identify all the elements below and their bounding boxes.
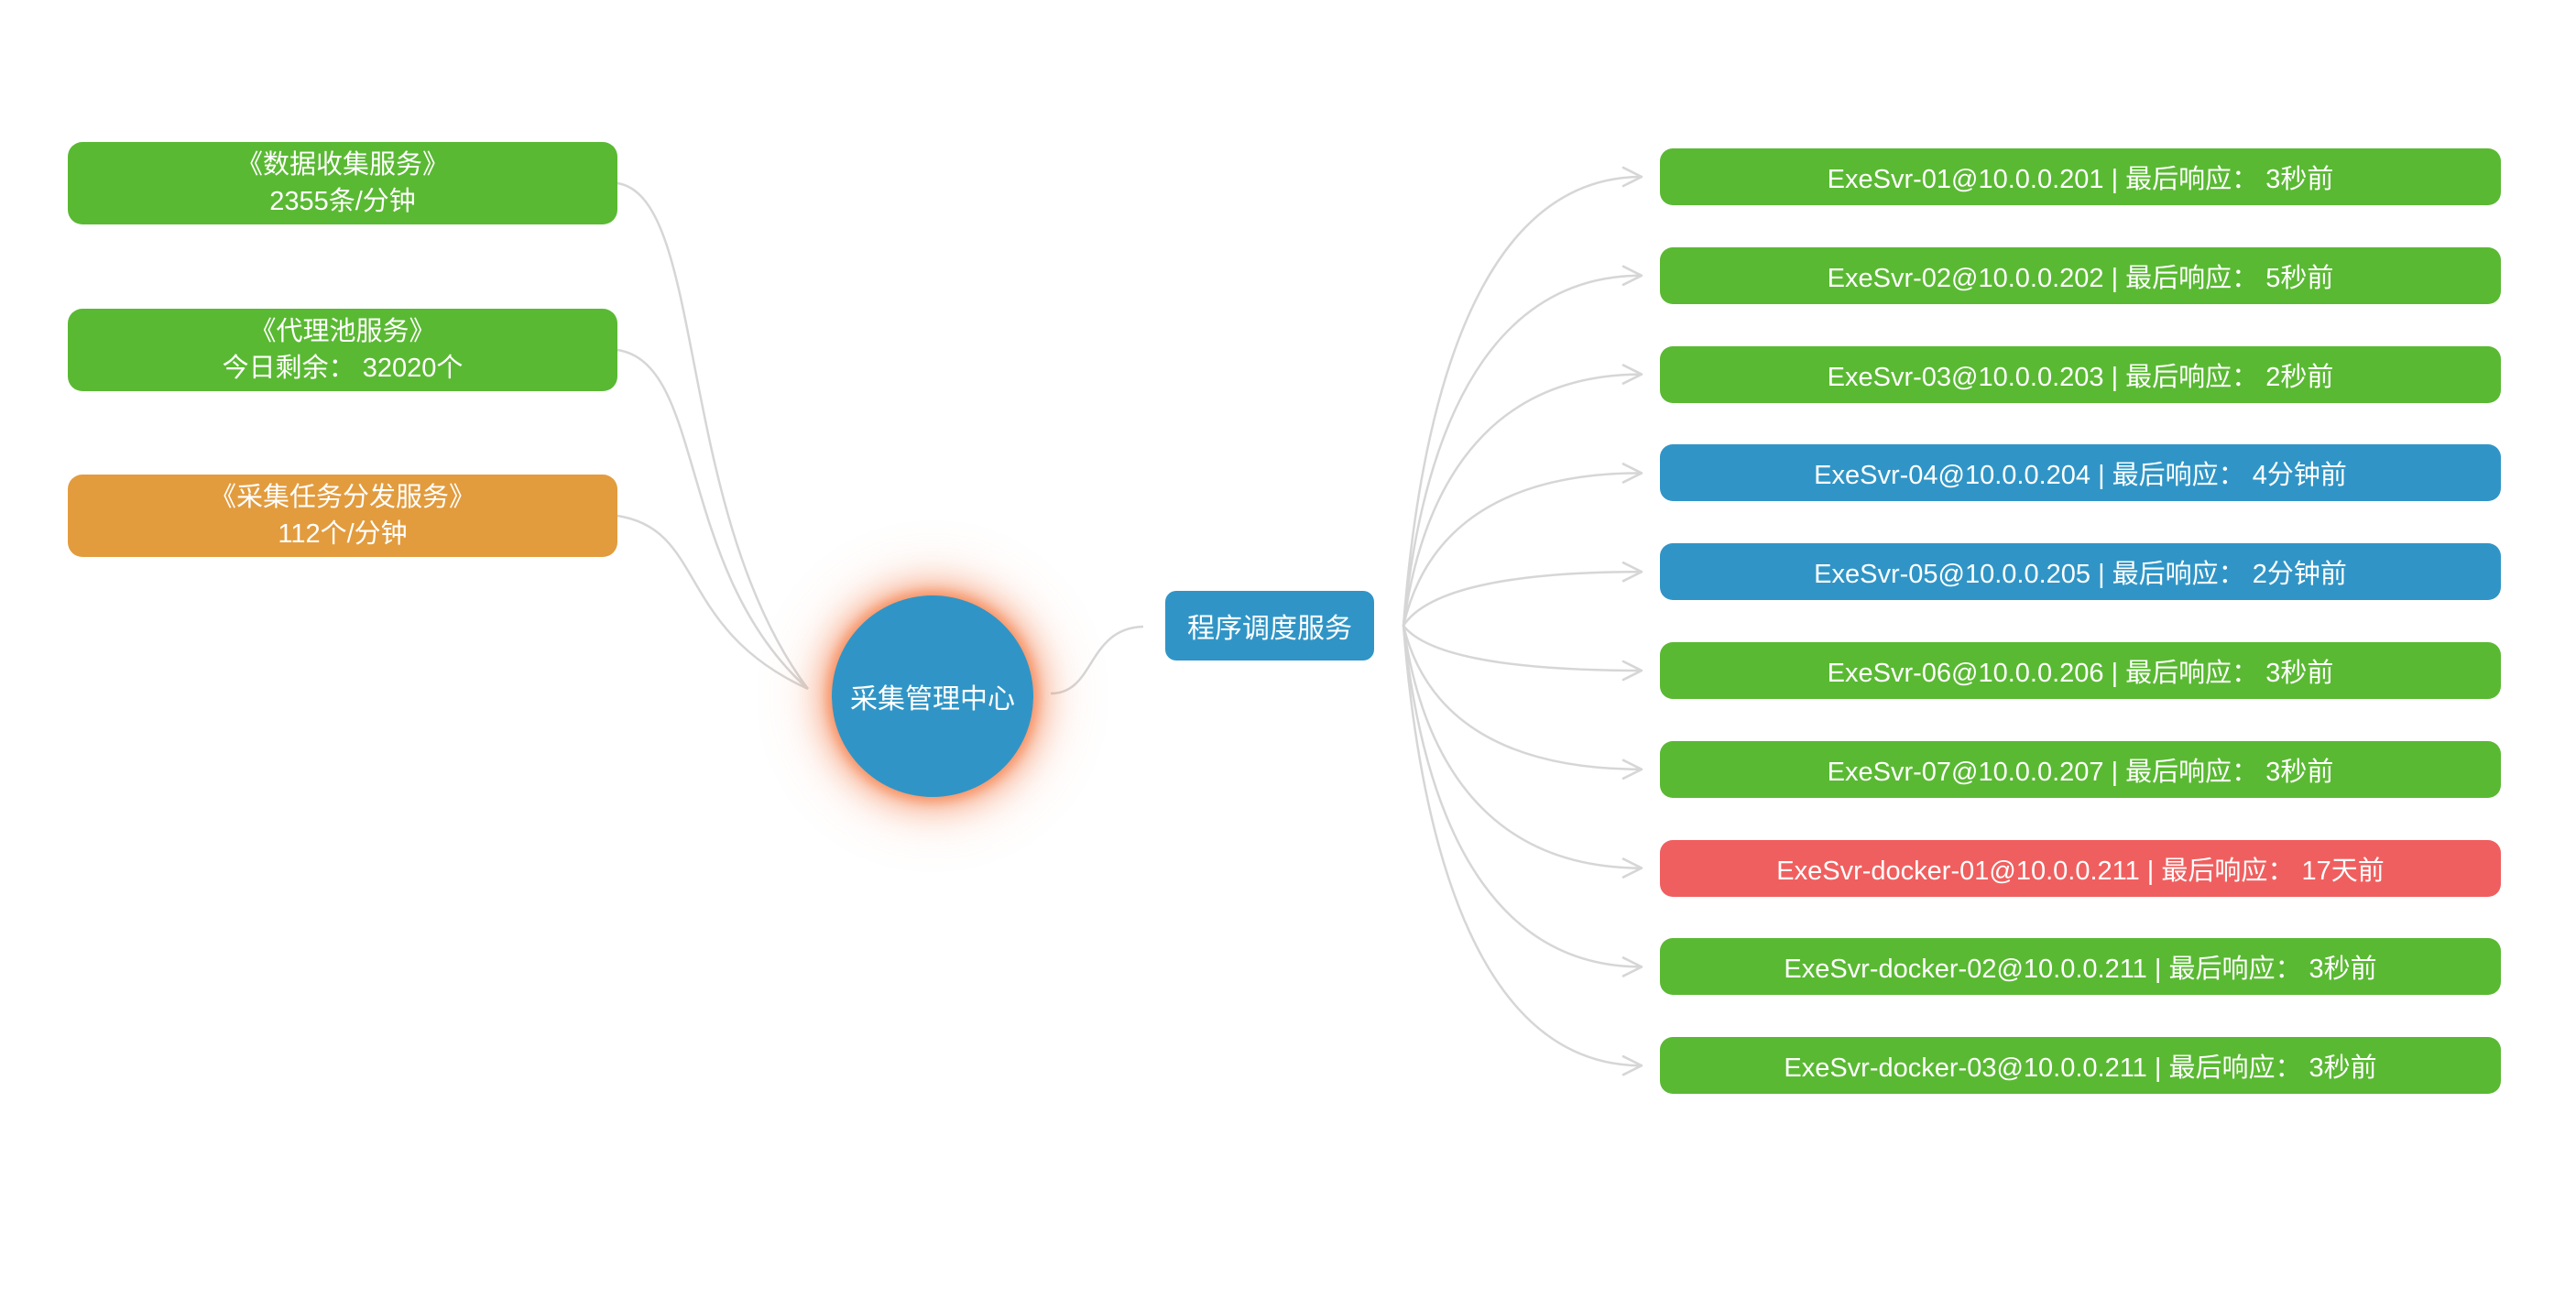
executor-node[interactable]: ExeSvr-04@10.0.0.204 | 最后响应： 4分钟前 (1660, 444, 2501, 502)
executor-node-label: ExeSvr-01@10.0.0.201 | 最后响应： 3秒前 (1827, 165, 2334, 194)
source-node-metric: 112个/分钟 (278, 519, 408, 549)
executor-node[interactable]: ExeSvr-docker-01@10.0.0.211 | 最后响应： 17天前 (1660, 839, 2501, 897)
connector-edge (617, 181, 810, 690)
scheduler-node[interactable]: 程序调度服务 (1165, 591, 1374, 660)
connector-edge (1403, 625, 1643, 682)
executor-node-label: ExeSvr-04@10.0.0.204 | 最后响应： 4分钟前 (1814, 461, 2347, 491)
connector-edge (1402, 265, 1643, 627)
executor-node-label: ExeSvr-docker-01@10.0.0.211 | 最后响应： 17天前 (1776, 856, 2385, 886)
executor-node-label: ExeSvr-03@10.0.0.203 | 最后响应： 2秒前 (1827, 362, 2334, 392)
scheduler-node-label: 程序调度服务 (1187, 614, 1352, 644)
source-node[interactable]: 《数据收集服务》 2355条/分钟 (68, 142, 617, 224)
connector-edge (617, 514, 809, 691)
executor-node-label: ExeSvr-05@10.0.0.205 | 最后响应： 2分钟前 (1814, 560, 2347, 590)
source-node[interactable]: 《采集任务分发服务》 112个/分钟 (68, 475, 617, 557)
executor-node[interactable]: ExeSvr-05@10.0.0.205 | 最后响应： 2分钟前 (1660, 543, 2501, 601)
executor-node[interactable]: ExeSvr-06@10.0.0.206 | 最后响应： 3秒前 (1660, 642, 2501, 699)
executor-node[interactable]: ExeSvr-02@10.0.0.202 | 最后响应： 5秒前 (1660, 246, 2501, 304)
executor-node-label: ExeSvr-docker-02@10.0.0.211 | 最后响应： 3秒前 (1784, 955, 2377, 985)
source-node-title: 《采集任务分发服务》 (209, 483, 475, 512)
source-node[interactable]: 《代理池服务》今日剩余： 32020个 (68, 309, 617, 391)
source-node-title: 《数据收集服务》 (235, 150, 449, 180)
connector-edge (1050, 625, 1144, 695)
source-node-title: 《代理池服务》 (249, 317, 436, 346)
executor-node[interactable]: ExeSvr-07@10.0.0.207 | 最后响应： 3秒前 (1660, 740, 2501, 798)
source-node-metric: 2355条/分钟 (269, 187, 416, 216)
connector-edge (1402, 364, 1643, 627)
source-node-metric: 今日剩余： 32020个 (222, 354, 464, 383)
connector-edge (1402, 625, 1643, 781)
connector-edge (617, 348, 809, 690)
executor-node-label: ExeSvr-06@10.0.0.206 | 最后响应： 3秒前 (1827, 659, 2334, 688)
executor-node[interactable]: ExeSvr-01@10.0.0.201 | 最后响应： 3秒前 (1660, 148, 2501, 205)
executor-node[interactable]: ExeSvr-docker-03@10.0.0.211 | 最后响应： 3秒前 (1660, 1037, 2501, 1095)
executor-node[interactable]: ExeSvr-03@10.0.0.203 | 最后响应： 2秒前 (1660, 345, 2501, 403)
executor-node-label: ExeSvr-docker-03@10.0.0.211 | 最后响应： 3秒前 (1784, 1053, 2377, 1084)
connector-edge (1402, 625, 1643, 879)
executor-node-label: ExeSvr-02@10.0.0.202 | 最后响应： 5秒前 (1827, 263, 2334, 293)
executor-node[interactable]: ExeSvr-docker-02@10.0.0.211 | 最后响应： 3秒前 (1660, 938, 2501, 996)
center-node-label: 采集管理中心 (850, 684, 1015, 715)
connector-edge (1402, 625, 1643, 1076)
executor-node-label: ExeSvr-07@10.0.0.207 | 最后响应： 3秒前 (1827, 757, 2334, 787)
connector-edge (1402, 166, 1643, 627)
connector-edge (1402, 463, 1643, 627)
connector-edge (1402, 561, 1643, 627)
connector-edge (1402, 625, 1643, 977)
center-node[interactable]: 采集管理中心 (832, 595, 1033, 797)
